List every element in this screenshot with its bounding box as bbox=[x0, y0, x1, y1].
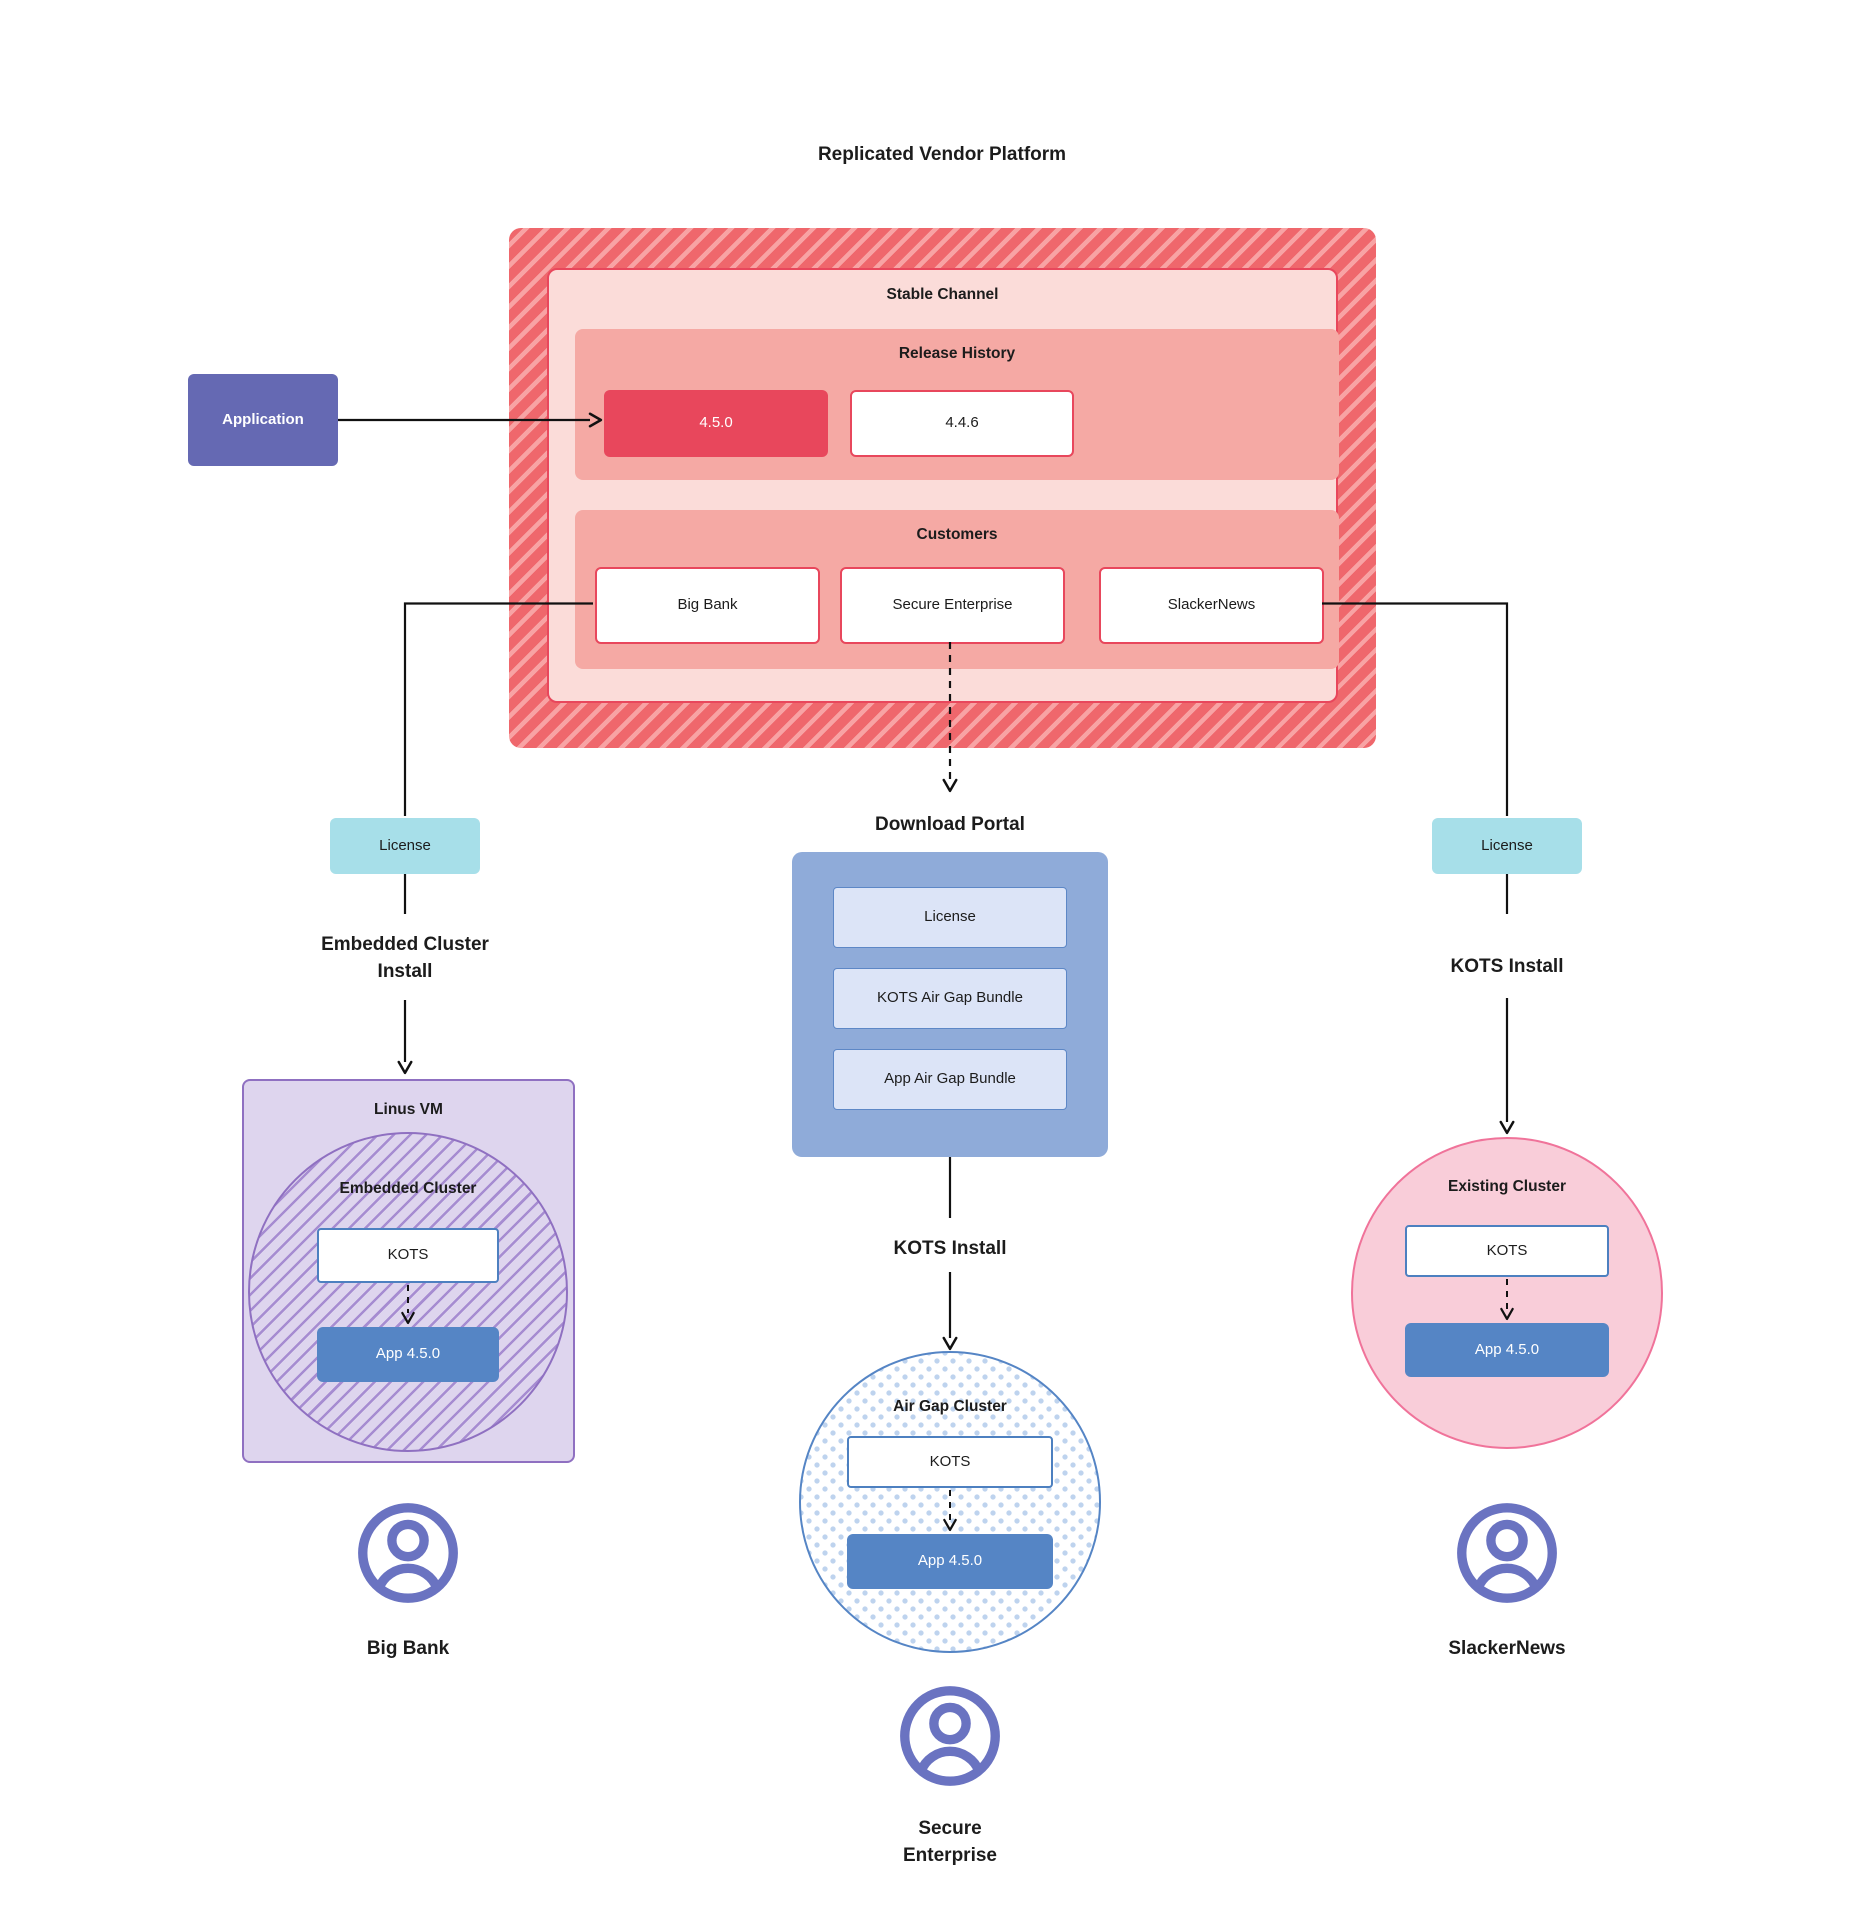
kots-node-right: KOTS bbox=[1405, 1225, 1609, 1277]
page-title: Replicated Vendor Platform bbox=[817, 144, 1067, 165]
app-node-middle: App 4.5.0 bbox=[847, 1534, 1053, 1589]
big-bank-name: Big Bank bbox=[366, 1638, 450, 1659]
license-label: License bbox=[379, 836, 431, 854]
customers-label: Customers bbox=[916, 526, 998, 543]
kots-node-left: KOTS bbox=[317, 1228, 499, 1283]
existing-cluster-label: Existing Cluster bbox=[1448, 1178, 1566, 1195]
customer-name-text: Secure Enterprise bbox=[892, 596, 1013, 614]
release-history-box: Release History 4.5.0 4.4.6 bbox=[575, 329, 1339, 480]
license-label: License bbox=[1481, 836, 1533, 854]
app-node-left: App 4.5.0 bbox=[317, 1327, 499, 1382]
download-portal-title: Download Portal bbox=[875, 814, 1025, 835]
kots-label: KOTS bbox=[1486, 1241, 1528, 1259]
app-version-label: App 4.5.0 bbox=[1474, 1340, 1540, 1358]
portal-item-label: KOTS Air Gap Bundle bbox=[877, 989, 1023, 1007]
kots-label: KOTS bbox=[387, 1246, 429, 1264]
stable-channel-label: Stable Channel bbox=[886, 286, 999, 303]
download-portal-box: License KOTS Air Gap Bundle App Air Gap … bbox=[792, 852, 1108, 1157]
portal-item-license: License bbox=[833, 887, 1067, 948]
app-version-label: App 4.5.0 bbox=[375, 1345, 441, 1363]
portal-item-label: App Air Gap Bundle bbox=[884, 1070, 1016, 1088]
embedded-cluster-label: Embedded Cluster bbox=[339, 1180, 477, 1197]
license-node-left: License bbox=[330, 818, 480, 874]
kots-node-middle: KOTS bbox=[847, 1436, 1053, 1488]
kots-label: KOTS bbox=[929, 1452, 971, 1470]
customer-node-secure-enterprise: Secure Enterprise bbox=[840, 567, 1065, 644]
customer-node-big-bank: Big Bank bbox=[595, 567, 820, 644]
application-node: Application bbox=[188, 374, 338, 466]
license-node-right: License bbox=[1432, 818, 1582, 874]
stable-channel-box: Stable Channel Release History 4.5.0 4.4… bbox=[547, 268, 1339, 703]
customers-box: Customers Big Bank Secure Enterprise Sla… bbox=[575, 510, 1339, 669]
portal-item-label: License bbox=[924, 908, 976, 926]
linus-vm-label: Linus VM bbox=[374, 1101, 443, 1118]
release-version-text: 4.4.6 bbox=[945, 414, 979, 432]
person-icon-slackernews bbox=[1457, 1503, 1557, 1603]
portal-item-app-airgap-bundle: App Air Gap Bundle bbox=[833, 1049, 1067, 1110]
customer-name-text: Big Bank bbox=[677, 596, 738, 614]
app-node-right: App 4.5.0 bbox=[1405, 1323, 1609, 1377]
release-node-4-4-6: 4.4.6 bbox=[850, 390, 1074, 457]
air-gap-cluster-label: Air Gap Cluster bbox=[893, 1398, 1007, 1415]
person-icon-big-bank bbox=[358, 1503, 458, 1603]
kots-install-label-middle: KOTS Install bbox=[893, 1238, 1007, 1259]
portal-item-kots-airgap-bundle: KOTS Air Gap Bundle bbox=[833, 968, 1067, 1029]
application-label: Application bbox=[222, 410, 304, 428]
kots-install-label-right: KOTS Install bbox=[1450, 956, 1564, 977]
release-history-label: Release History bbox=[898, 345, 1016, 362]
secure-enterprise-name: Secure Enterprise bbox=[903, 1818, 997, 1866]
embedded-cluster-install-label: Embedded Cluster Install bbox=[321, 934, 489, 982]
person-icon-secure-enterprise bbox=[900, 1686, 1000, 1786]
release-node-4-5-0: 4.5.0 bbox=[604, 390, 828, 457]
slackernews-name: SlackerNews bbox=[1448, 1638, 1566, 1659]
customer-name-text: SlackerNews bbox=[1167, 596, 1256, 614]
customer-node-slackernews: SlackerNews bbox=[1099, 567, 1324, 644]
air-gap-cluster-circle bbox=[799, 1351, 1101, 1653]
release-version-text: 4.5.0 bbox=[699, 414, 733, 432]
replicated-vendor-platform-box: Stable Channel Release History 4.5.0 4.4… bbox=[509, 228, 1376, 748]
app-version-label: App 4.5.0 bbox=[917, 1552, 983, 1570]
